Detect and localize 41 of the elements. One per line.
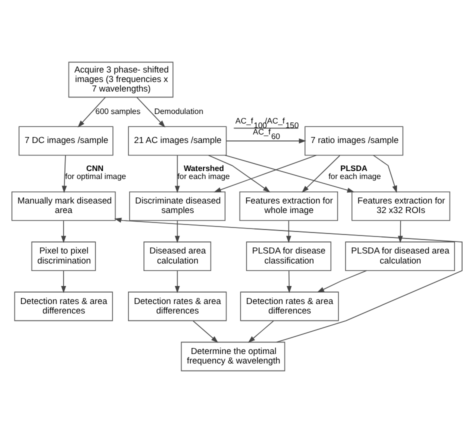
arrow: [248, 320, 274, 343]
arrow: [114, 218, 463, 343]
node-box: 7 DC images /sample: [18, 126, 114, 156]
edge-label: Demodulation: [154, 106, 204, 116]
node-box: 7 ratio images /sample: [304, 126, 404, 156]
arrow: [286, 220, 292, 244]
node-box: Acquire 3 phase- shifted images (3 frequencies x 7 wavelengths): [68, 62, 174, 98]
node-box: Diseased area calculation: [144, 242, 212, 271]
node-box: PLSDA for diseased area calculation: [345, 242, 455, 271]
node-box: PLSDA for disease classification: [246, 242, 332, 271]
arrow: [136, 97, 166, 128]
arrow: [226, 128, 306, 144]
arrow: [62, 155, 67, 193]
arrow: [286, 270, 292, 294]
arrow: [214, 154, 317, 192]
arrow: [302, 155, 340, 193]
node-box: Features extraction for whole image: [239, 191, 338, 221]
edge-label: 600 samples: [95, 106, 140, 116]
arrow: [224, 154, 354, 193]
edge-label: PLSDA for each image: [328, 164, 381, 182]
arrow: [61, 270, 66, 294]
arrow: [208, 154, 270, 192]
arrow: [174, 155, 180, 193]
node-box: Detection rates & area differences: [14, 292, 113, 322]
node-box: Determine the optimal frequency & wavelength: [180, 342, 286, 372]
arrow: [316, 270, 367, 292]
arrow: [174, 220, 180, 244]
edge-label: CNN for optimal image: [65, 164, 126, 182]
arrow: [192, 320, 218, 343]
node-box: Discriminate diseased samples: [129, 191, 226, 221]
arrow: [61, 220, 66, 244]
arrow: [174, 270, 180, 294]
node-box: 21 AC images /sample: [128, 126, 227, 156]
node-box: Pixel to pixel discrimination: [31, 242, 96, 271]
arrow: [373, 154, 398, 193]
node-box: Detection rates & area differences: [240, 292, 339, 322]
node-box: Detection rates & area differences: [128, 292, 227, 322]
node-box: Features extraction for 32 x32 ROIs: [352, 191, 450, 221]
node-box: Manually mark diseased area: [11, 191, 116, 221]
edge-label: Watershed for each image: [177, 164, 230, 182]
arrow: [78, 97, 106, 128]
